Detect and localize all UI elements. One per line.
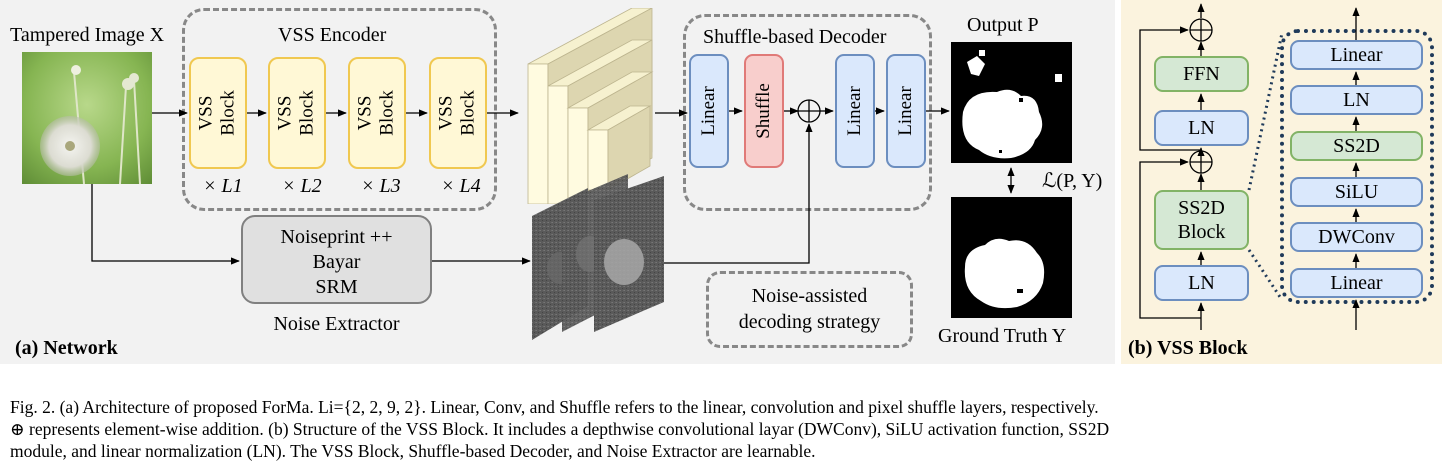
ground-truth-mask — [951, 197, 1072, 318]
multiplier-l3: × L3 — [361, 175, 401, 197]
network-panel-label: (a) Network — [15, 337, 118, 359]
decoder-linear-3: Linear — [886, 54, 926, 168]
caption-line-1: Fig. 2. (a) Architecture of proposed For… — [10, 397, 1099, 417]
noise-extractor-label: Noise Extractor — [273, 313, 400, 335]
decoder-shuffle: Shuffle — [744, 54, 784, 168]
vss-encoder-title: VSS Encoder — [278, 24, 387, 46]
detail-linear-top: Linear — [1290, 40, 1423, 70]
decoder-title: Shuffle-based Decoder — [703, 26, 887, 48]
caption-line-2: ⊕ represents element-wise addition. (b) … — [10, 419, 1110, 439]
loss-label: ℒ(P, Y) — [1042, 170, 1103, 192]
ground-truth-label: Ground Truth Y — [938, 325, 1067, 347]
multiplier-l2: × L2 — [282, 175, 322, 197]
detail-dwconv: DWConv — [1290, 222, 1423, 252]
detail-silu: SiLU — [1290, 177, 1423, 207]
tampered-image — [22, 52, 152, 184]
multiplier-l1: × L1 — [203, 175, 243, 197]
decoder-linear-2: Linear — [835, 54, 875, 168]
output-label: Output P — [967, 14, 1039, 36]
detail-ss2d: SS2D — [1290, 131, 1423, 161]
detail-ln: LN — [1290, 85, 1423, 115]
input-image-label: Tampered Image X — [10, 24, 165, 46]
strategy-text: Noise-assisted decoding strategy — [738, 285, 881, 333]
vss-block-panel-label: (b) VSS Block — [1128, 337, 1248, 359]
ss2d-block: SS2D Block — [1154, 190, 1249, 250]
multiplier-l4: × L4 — [441, 175, 481, 197]
strategy-box — [706, 271, 913, 348]
ffn-block: FFN — [1154, 56, 1249, 92]
output-mask — [951, 42, 1072, 163]
caption-line-3: module, and linear normalization (LN). T… — [10, 441, 816, 461]
feature-maps-stack — [527, 8, 654, 204]
noise-maps-stack — [532, 174, 664, 340]
ln-block-lower: LN — [1154, 265, 1249, 301]
noise-extractor-methods: Noiseprint ++ Bayar SRM — [280, 226, 393, 298]
figure-caption: Fig. 2. (a) Architecture of proposed For… — [10, 396, 1440, 462]
ln-block-upper: LN — [1154, 110, 1249, 146]
noise-extractor — [241, 215, 432, 304]
decoder-linear-1: Linear — [689, 54, 729, 168]
detail-linear-bottom: Linear — [1290, 268, 1423, 298]
